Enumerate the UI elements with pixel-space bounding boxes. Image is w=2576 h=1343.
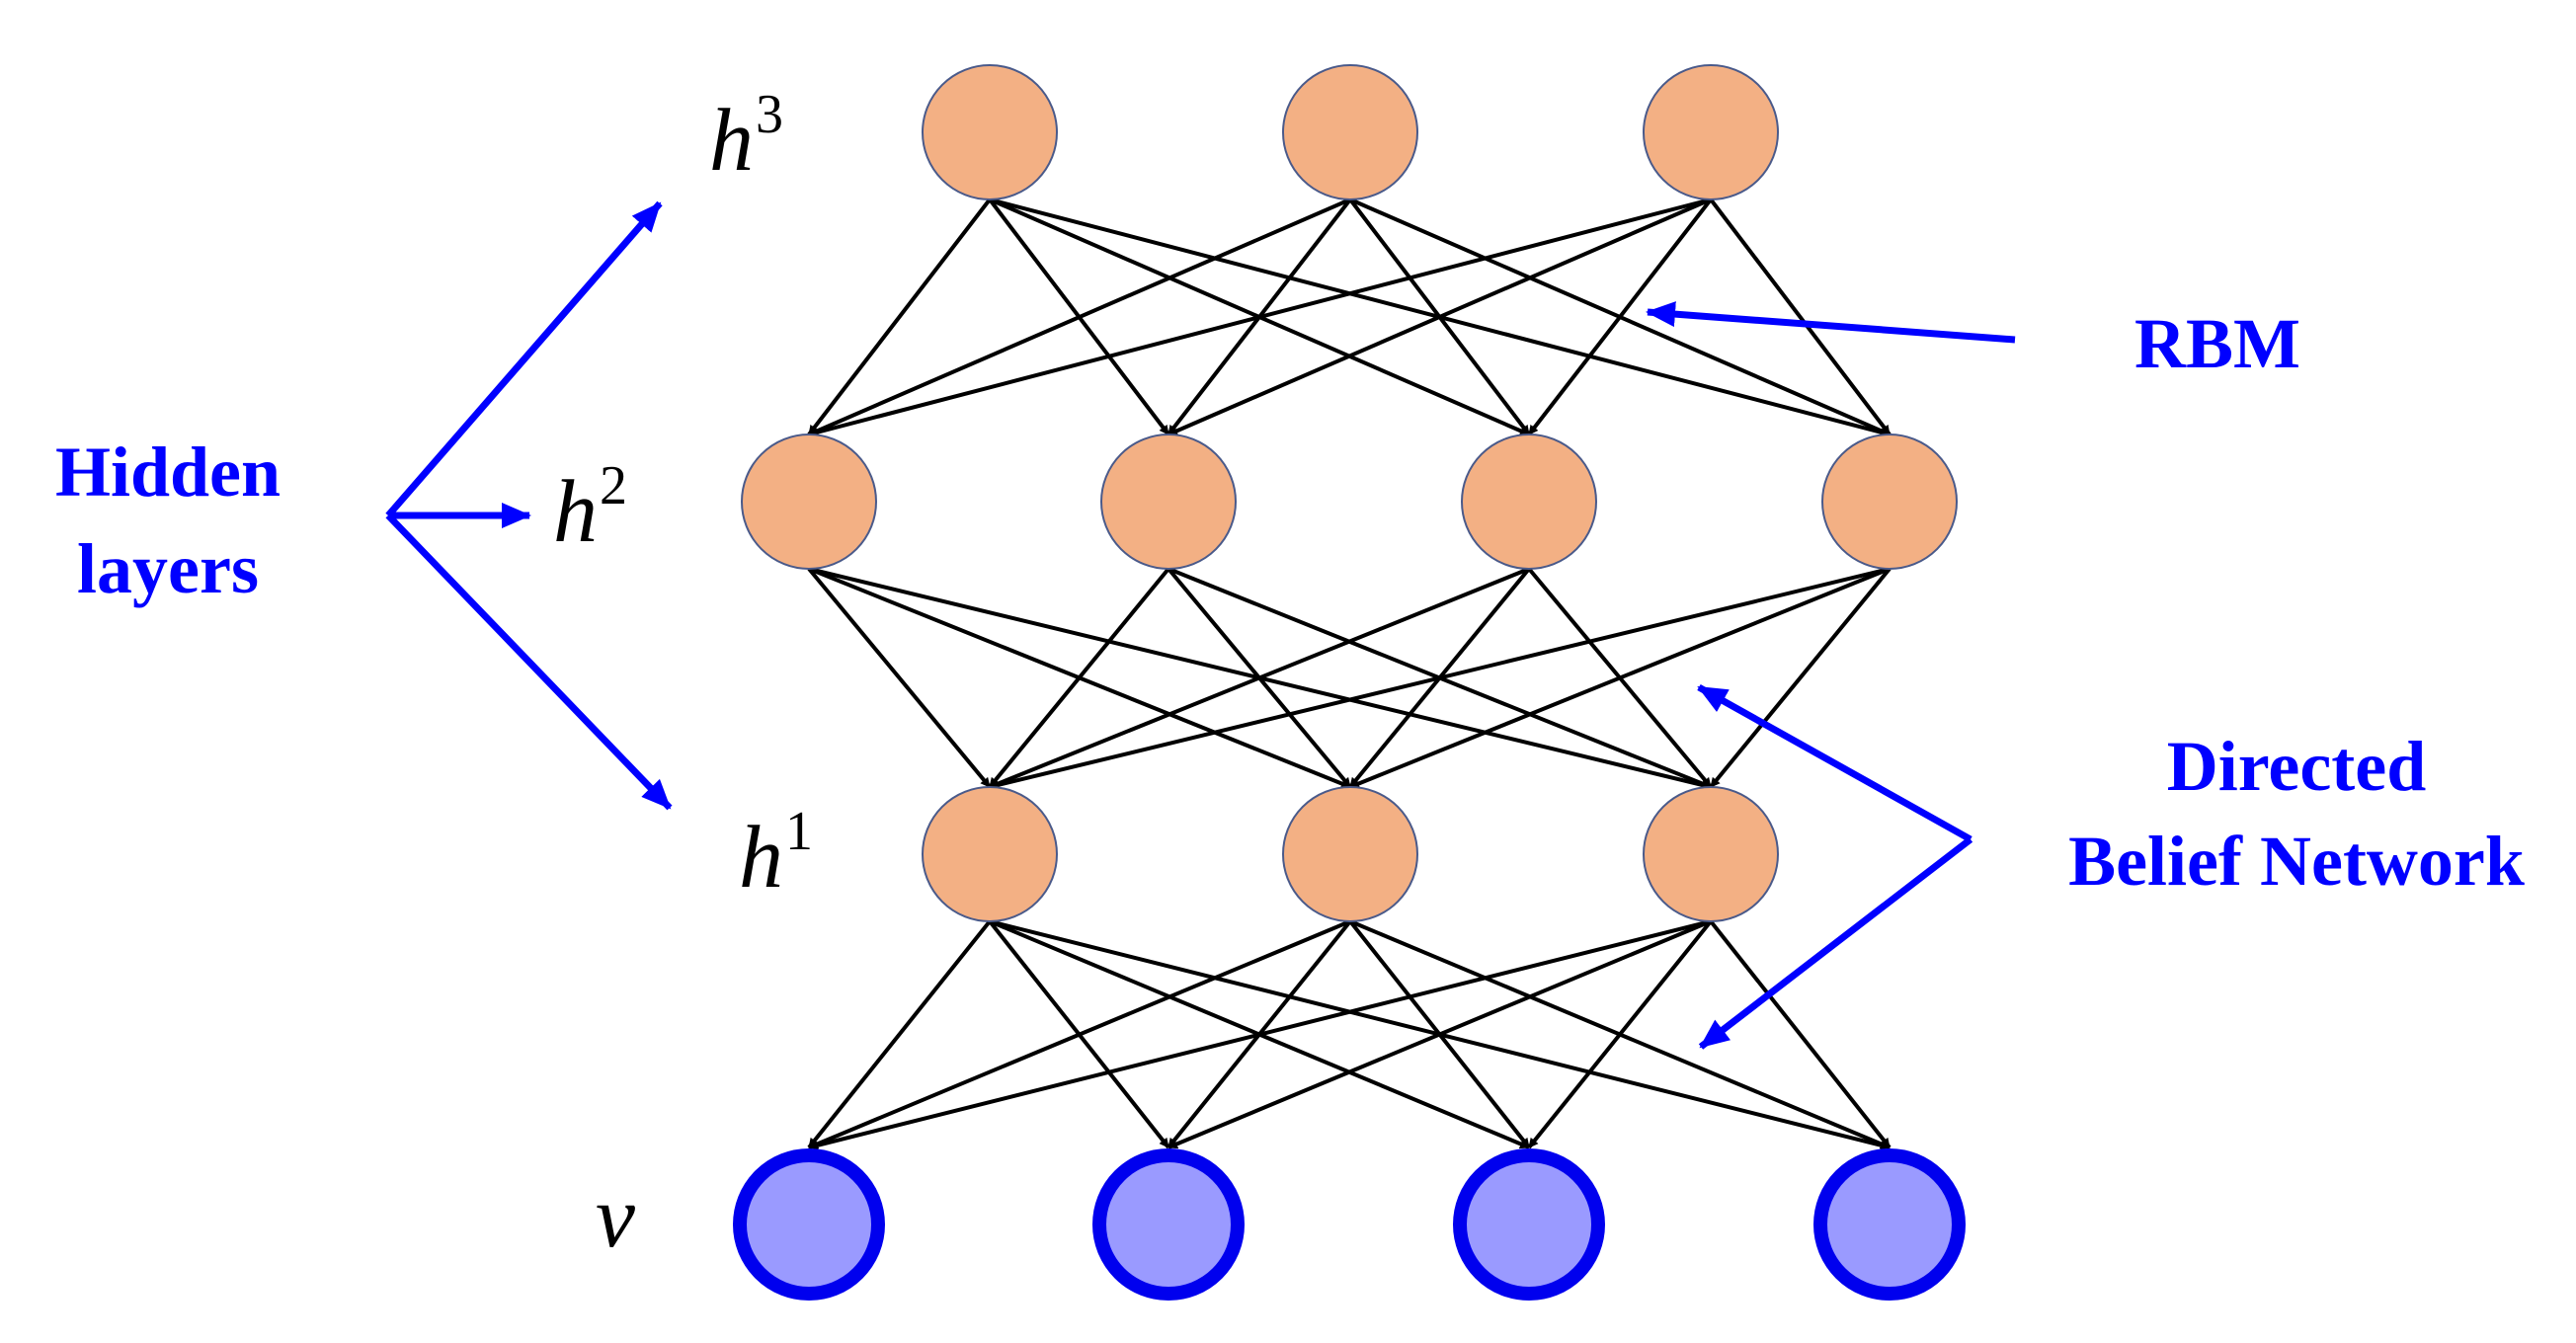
rbm-label: RBM [2134,304,2300,383]
node-v-4 [1813,1148,1966,1301]
dbn-label: Belief Network [2068,822,2525,901]
edge-h3-3-to-h2-2 [1167,198,1712,436]
hidden-layers-label: Hidden [55,433,281,512]
node-h1-1 [922,786,1058,922]
rbm-arrow [1646,301,2016,344]
node-h2-3 [1461,434,1597,570]
edge-h1-1-to-v-1 [807,919,992,1149]
edge-h2-2-to-h1-1 [988,567,1170,789]
edge-h1-2-to-v-1 [808,919,1351,1149]
edge-h1-3-to-v-1 [808,919,1712,1150]
network-edges [807,198,1892,1150]
edge-h1-3-to-v-3 [1527,919,1713,1149]
edge-h1-3-to-v-4 [1709,919,1892,1149]
arrow-to-h1 [385,513,673,811]
node-v-3 [1453,1148,1605,1301]
layer-label-h3: h3 [709,84,783,190]
dbn-label: Directed [2167,727,2427,806]
edge-h2-4-to-h1-3 [1709,567,1892,789]
layer-label-h1: h1 [739,801,813,907]
edge-h2-4-to-h1-2 [1349,567,1891,789]
node-h3-3 [1643,64,1779,200]
edge-h3-3-to-h2-4 [1709,198,1892,436]
node-h1-3 [1643,786,1779,922]
dbn-arrow-lower [1698,836,1973,1050]
edge-h3-2-to-h2-1 [808,198,1351,436]
dbn-arrows [1697,683,1973,1050]
edge-h1-3-to-v-2 [1167,919,1712,1149]
node-h2-2 [1100,434,1237,570]
node-h3-1 [922,64,1058,200]
node-v-2 [1092,1148,1245,1301]
edge-h2-1-to-h1-1 [807,567,992,789]
layer-label-h2: h2 [553,455,627,561]
node-h2-4 [1821,434,1958,570]
node-h2-1 [741,434,877,570]
edge-h2-4-to-h1-1 [989,567,1891,790]
node-h3-2 [1282,64,1418,200]
edge-h3-3-to-h2-3 [1527,198,1713,436]
dbn-arrow-upper [1697,683,1972,843]
layer-label-v: v [596,1168,635,1266]
node-v-1 [733,1148,885,1301]
network-nodes [733,64,1966,1301]
edge-h3-1-to-h2-1 [807,198,992,436]
edge-h3-3-to-h2-1 [808,198,1712,437]
node-h1-2 [1282,786,1418,922]
edge-h2-3-to-h1-1 [989,567,1530,789]
hidden-layers-label: layers [77,529,259,608]
arrow-to-h3 [385,200,663,518]
hidden-layers-arrows [385,200,673,811]
